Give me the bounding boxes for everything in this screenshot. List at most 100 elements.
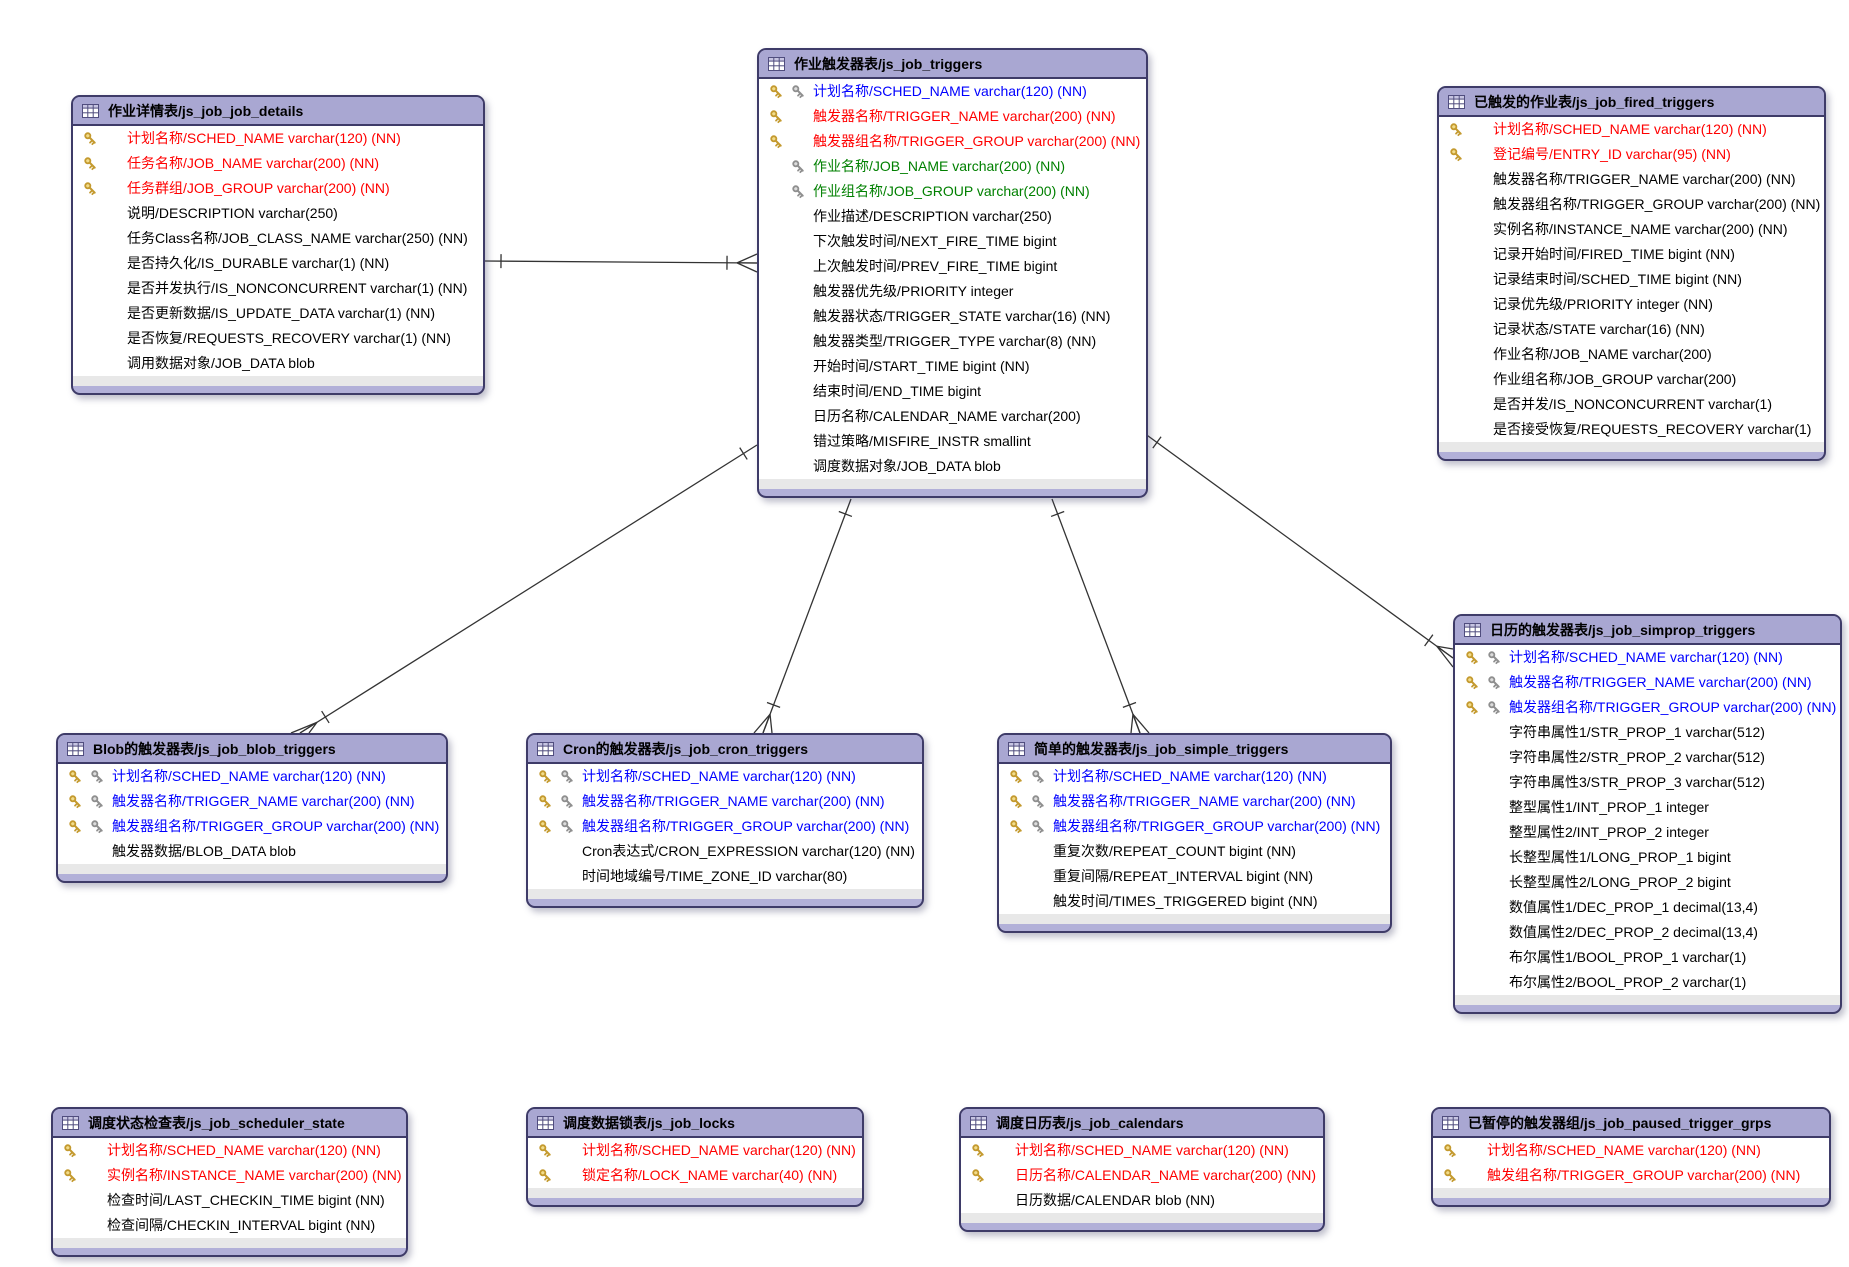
field-row[interactable]: 触发器名称/TRIGGER_NAME varchar(200) (NN) <box>58 789 446 814</box>
field-row[interactable]: 计划名称/SCHED_NAME varchar(120) (NN) <box>1455 645 1840 670</box>
table-header[interactable]: 调度日历表/js_job_calendars <box>961 1109 1323 1138</box>
field-row[interactable]: 字符串属性1/STR_PROP_1 varchar(512) <box>1455 720 1840 745</box>
field-row[interactable]: 数值属性1/DEC_PROP_1 decimal(13,4) <box>1455 895 1840 920</box>
field-row[interactable]: 检查间隔/CHECKIN_INTERVAL bigint (NN) <box>53 1213 406 1238</box>
field-row[interactable]: 字符串属性3/STR_PROP_3 varchar(512) <box>1455 770 1840 795</box>
table-header[interactable]: 日历的触发器表/js_job_simprop_triggers <box>1455 616 1840 645</box>
field-row[interactable]: 任务群组/JOB_GROUP varchar(200) (NN) <box>73 176 483 201</box>
field-row[interactable]: 是否并发执行/IS_NONCONCURRENT varchar(1) (NN) <box>73 276 483 301</box>
relation-triggers-to-cron[interactable] <box>753 498 853 734</box>
field-row[interactable]: 是否恢复/REQUESTS_RECOVERY varchar(1) (NN) <box>73 326 483 351</box>
field-row[interactable]: 下次触发时间/NEXT_FIRE_TIME bigint <box>759 229 1146 254</box>
field-row[interactable]: 触发器组名称/TRIGGER_GROUP varchar(200) (NN) <box>528 814 922 839</box>
field-row[interactable]: 计划名称/SCHED_NAME varchar(120) (NN) <box>53 1138 406 1163</box>
field-row[interactable]: 触发器组名称/TRIGGER_GROUP varchar(200) (NN) <box>1439 192 1824 217</box>
field-row[interactable]: 触发器数据/BLOB_DATA blob <box>58 839 446 864</box>
field-row[interactable]: 时间地域编号/TIME_ZONE_ID varchar(80) <box>528 864 922 889</box>
field-row[interactable]: 是否持久化/IS_DURABLE varchar(1) (NN) <box>73 251 483 276</box>
relation-triggers-to-blob[interactable] <box>290 444 758 734</box>
field-row[interactable]: 实例名称/INSTANCE_NAME varchar(200) (NN) <box>1439 217 1824 242</box>
field-row[interactable]: 实例名称/INSTANCE_NAME varchar(200) (NN) <box>53 1163 406 1188</box>
field-row[interactable]: 计划名称/SCHED_NAME varchar(120) (NN) <box>528 764 922 789</box>
relation-details-to-triggers[interactable] <box>484 253 758 273</box>
field-row[interactable]: 日历名称/CALENDAR_NAME varchar(200) (NN) <box>961 1163 1323 1188</box>
field-row[interactable]: 作业组名称/JOB_GROUP varchar(200) <box>1439 367 1824 392</box>
field-row[interactable]: 触发器组名称/TRIGGER_GROUP varchar(200) (NN) <box>58 814 446 839</box>
field-row[interactable]: 计划名称/SCHED_NAME varchar(120) (NN) <box>58 764 446 789</box>
field-row[interactable]: 检查时间/LAST_CHECKIN_TIME bigint (NN) <box>53 1188 406 1213</box>
field-row[interactable]: 触发组名称/TRIGGER_GROUP varchar(200) (NN) <box>1433 1163 1829 1188</box>
field-row[interactable]: 计划名称/SCHED_NAME varchar(120) (NN) <box>999 764 1390 789</box>
table-header[interactable]: Cron的触发器表/js_job_cron_triggers <box>528 735 922 764</box>
field-row[interactable]: 触发器名称/TRIGGER_NAME varchar(200) (NN) <box>1455 670 1840 695</box>
field-row[interactable]: 整型属性2/INT_PROP_2 integer <box>1455 820 1840 845</box>
table-header[interactable]: 已暂停的触发器组/js_job_paused_trigger_grps <box>1433 1109 1829 1138</box>
field-row[interactable]: 触发时间/TIMES_TRIGGERED bigint (NN) <box>999 889 1390 914</box>
field-row[interactable]: 是否接受恢复/REQUESTS_RECOVERY varchar(1) <box>1439 417 1824 442</box>
relation-triggers-to-simprop[interactable] <box>1143 432 1454 668</box>
table-header[interactable]: 调度状态检查表/js_job_scheduler_state <box>53 1109 406 1138</box>
field-row[interactable]: 计划名称/SCHED_NAME varchar(120) (NN) <box>1433 1138 1829 1163</box>
field-row[interactable]: 错过策略/MISFIRE_INSTR smallint <box>759 429 1146 454</box>
field-row[interactable]: 作业名称/JOB_NAME varchar(200) (NN) <box>759 154 1146 179</box>
field-row[interactable]: 是否并发/IS_NONCONCURRENT varchar(1) <box>1439 392 1824 417</box>
field-row[interactable]: 记录优先级/PRIORITY integer (NN) <box>1439 292 1824 317</box>
field-row[interactable]: 登记编号/ENTRY_ID varchar(95) (NN) <box>1439 142 1824 167</box>
field-row[interactable]: Cron表达式/CRON_EXPRESSION varchar(120) (NN… <box>528 839 922 864</box>
field-row[interactable]: 数值属性2/DEC_PROP_2 decimal(13,4) <box>1455 920 1840 945</box>
table-header[interactable]: 作业详情表/js_job_job_details <box>73 97 483 126</box>
field-row[interactable]: 任务Class名称/JOB_CLASS_NAME varchar(250) (N… <box>73 226 483 251</box>
field-row[interactable]: 触发器名称/TRIGGER_NAME varchar(200) (NN) <box>528 789 922 814</box>
field-row[interactable]: 计划名称/SCHED_NAME varchar(120) (NN) <box>528 1138 862 1163</box>
field-row[interactable]: 作业名称/JOB_NAME varchar(200) <box>1439 342 1824 367</box>
field-row[interactable]: 上次触发时间/PREV_FIRE_TIME bigint <box>759 254 1146 279</box>
field-row[interactable]: 计划名称/SCHED_NAME varchar(120) (NN) <box>1439 117 1824 142</box>
field-row[interactable]: 说明/DESCRIPTION varchar(250) <box>73 201 483 226</box>
table-header[interactable]: 已触发的作业表/js_job_fired_triggers <box>1439 88 1824 117</box>
table-header[interactable]: 简单的触发器表/js_job_simple_triggers <box>999 735 1390 764</box>
relation-triggers-to-simple[interactable] <box>1050 498 1150 734</box>
field-row[interactable]: 触发器优先级/PRIORITY integer <box>759 279 1146 304</box>
field-row[interactable]: 布尔属性2/BOOL_PROP_2 varchar(1) <box>1455 970 1840 995</box>
field-row[interactable]: 触发器组名称/TRIGGER_GROUP varchar(200) (NN) <box>759 129 1146 154</box>
table-header[interactable]: 调度数据锁表/js_job_locks <box>528 1109 862 1138</box>
field-row[interactable]: 重复间隔/REPEAT_INTERVAL bigint (NN) <box>999 864 1390 889</box>
field-row[interactable]: 整型属性1/INT_PROP_1 integer <box>1455 795 1840 820</box>
field-row[interactable]: 布尔属性1/BOOL_PROP_1 varchar(1) <box>1455 945 1840 970</box>
field-row[interactable]: 长整型属性2/LONG_PROP_2 bigint <box>1455 870 1840 895</box>
field-row[interactable]: 结束时间/END_TIME bigint <box>759 379 1146 404</box>
field-row[interactable]: 开始时间/START_TIME bigint (NN) <box>759 354 1146 379</box>
field-row[interactable]: 触发器名称/TRIGGER_NAME varchar(200) (NN) <box>999 789 1390 814</box>
field-row[interactable]: 作业描述/DESCRIPTION varchar(250) <box>759 204 1146 229</box>
field-row[interactable]: 触发器名称/TRIGGER_NAME varchar(200) (NN) <box>759 104 1146 129</box>
field-row[interactable]: 日历名称/CALENDAR_NAME varchar(200) <box>759 404 1146 429</box>
table-header[interactable]: Blob的触发器表/js_job_blob_triggers <box>58 735 446 764</box>
table-header[interactable]: 作业触发器表/js_job_triggers <box>759 50 1146 79</box>
field-row[interactable]: 是否更新数据/IS_UPDATE_DATA varchar(1) (NN) <box>73 301 483 326</box>
field-row[interactable]: 触发器状态/TRIGGER_STATE varchar(16) (NN) <box>759 304 1146 329</box>
field-row[interactable]: 记录结束时间/SCHED_TIME bigint (NN) <box>1439 267 1824 292</box>
field-row[interactable]: 触发器类型/TRIGGER_TYPE varchar(8) (NN) <box>759 329 1146 354</box>
field-row[interactable]: 长整型属性1/LONG_PROP_1 bigint <box>1455 845 1840 870</box>
field-row[interactable]: 重复次数/REPEAT_COUNT bigint (NN) <box>999 839 1390 864</box>
field-row[interactable]: 记录状态/STATE varchar(16) (NN) <box>1439 317 1824 342</box>
field-row[interactable]: 字符串属性2/STR_PROP_2 varchar(512) <box>1455 745 1840 770</box>
field-row[interactable]: 计划名称/SCHED_NAME varchar(120) (NN) <box>759 79 1146 104</box>
field-row[interactable]: 计划名称/SCHED_NAME varchar(120) (NN) <box>73 126 483 151</box>
field-row[interactable]: 调度数据对象/JOB_DATA blob <box>759 454 1146 479</box>
field-row[interactable]: 锁定名称/LOCK_NAME varchar(40) (NN) <box>528 1163 862 1188</box>
field-row[interactable]: 触发器组名称/TRIGGER_GROUP varchar(200) (NN) <box>999 814 1390 839</box>
field-row[interactable]: 触发器名称/TRIGGER_NAME varchar(200) (NN) <box>1439 167 1824 192</box>
field-row[interactable]: 任务名称/JOB_NAME varchar(200) (NN) <box>73 151 483 176</box>
